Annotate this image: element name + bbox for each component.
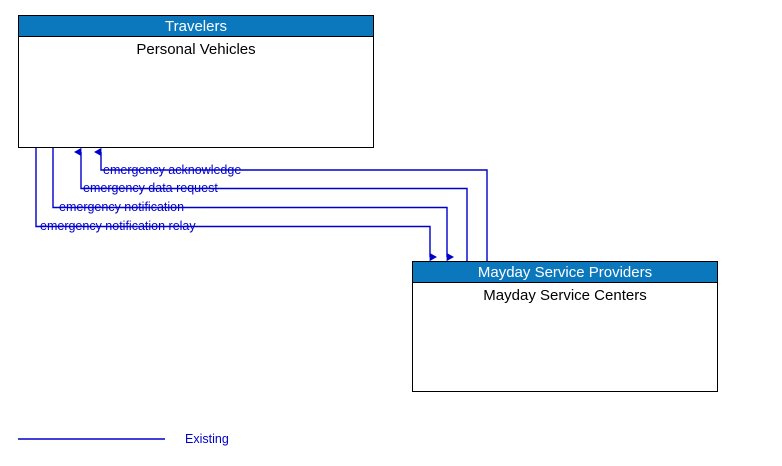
flow-label-emergency-notification-relay[interactable]: emergency notification relay: [40, 219, 196, 233]
legend: Existing: [18, 430, 278, 452]
flow-label-emergency-data-request[interactable]: emergency data request: [83, 181, 218, 195]
entity-box-mayday-service-centers[interactable]: Mayday Service Providers Mayday Service …: [412, 261, 718, 392]
flow-line-emergency-notification: [52, 148, 454, 262]
flow-line-emergency-notification-relay: [35, 148, 437, 262]
legend-item-existing-label: Existing: [185, 432, 229, 446]
entity-stakeholder-travelers: Travelers: [19, 16, 373, 37]
flow-line-emergency-acknowledge: [94, 147, 488, 261]
flow-label-emergency-acknowledge[interactable]: emergency acknowledge: [103, 163, 242, 177]
flow-line-emergency-data-request: [74, 147, 468, 261]
flow-label-emergency-notification[interactable]: emergency notification: [59, 200, 185, 214]
entity-stakeholder-mayday-service-providers: Mayday Service Providers: [413, 262, 717, 283]
entity-name-personal-vehicles: Personal Vehicles: [136, 41, 256, 58]
entity-box-travelers[interactable]: Travelers Personal Vehicles: [18, 15, 374, 148]
entity-name-mayday-service-centers: Mayday Service Centers: [483, 287, 647, 304]
